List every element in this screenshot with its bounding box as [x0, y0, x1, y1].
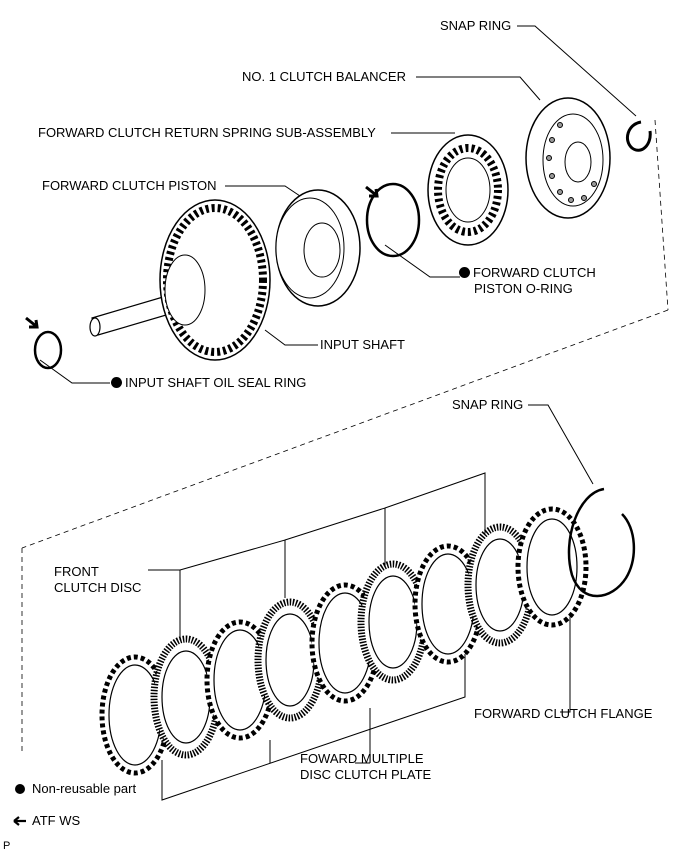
snap-ring-bottom-label: SNAP RING: [452, 397, 524, 412]
input-shaft-part: [89, 199, 271, 361]
snap-ring-bottom-part: [567, 487, 636, 598]
piston-oring-label-2: PISTON O-RING: [474, 281, 573, 296]
non-reusable-icon: [459, 267, 470, 278]
return-spring-label: FORWARD CLUTCH RETURN SPRING SUB-ASSEMBL…: [38, 125, 376, 140]
piston-o-ring-part: [365, 182, 421, 258]
assembly-boundary: [21, 119, 669, 752]
snap-ring-top-part: [625, 120, 652, 152]
flange-label: FORWARD CLUTCH FLANGE: [474, 706, 653, 721]
clutch-balancer-label: NO. 1 CLUTCH BALANCER: [242, 69, 406, 84]
legend-atf-text: ATF WS: [32, 813, 81, 828]
atf-legend-icon: [13, 816, 26, 826]
multiple-disc-plate-label-2: DISC CLUTCH PLATE: [300, 767, 432, 782]
snap-ring-top-label: SNAP RING: [440, 18, 512, 33]
piston-oring-label: FORWARD CLUTCH: [459, 265, 596, 281]
input-shaft-label: INPUT SHAFT: [320, 337, 405, 352]
corner-mark: P: [3, 840, 11, 852]
oil-seal-ring-label: INPUT SHAFT OIL SEAL RING: [111, 375, 306, 391]
atf-arrow-oring: [365, 185, 379, 198]
front-clutch-disc-label-2: CLUTCH DISC: [54, 580, 142, 595]
piston-part: [275, 189, 361, 307]
return-spring-part: [427, 134, 509, 246]
legend-non-reusable-text: Non-reusable part: [32, 781, 137, 796]
non-reusable-icon: [111, 377, 122, 388]
oil-seal-ring-part: [33, 330, 63, 370]
front-clutch-disc-label: FRONT: [54, 564, 99, 579]
piston-label: FORWARD CLUTCH PISTON: [42, 178, 217, 193]
clutch-pack: [99, 506, 589, 776]
atf-arrow-seal: [25, 316, 39, 329]
non-reusable-legend-icon: [15, 784, 25, 794]
clutch-balancer-part: [525, 97, 611, 219]
multiple-disc-plate-label: FOWARD MULTIPLE: [300, 751, 424, 766]
